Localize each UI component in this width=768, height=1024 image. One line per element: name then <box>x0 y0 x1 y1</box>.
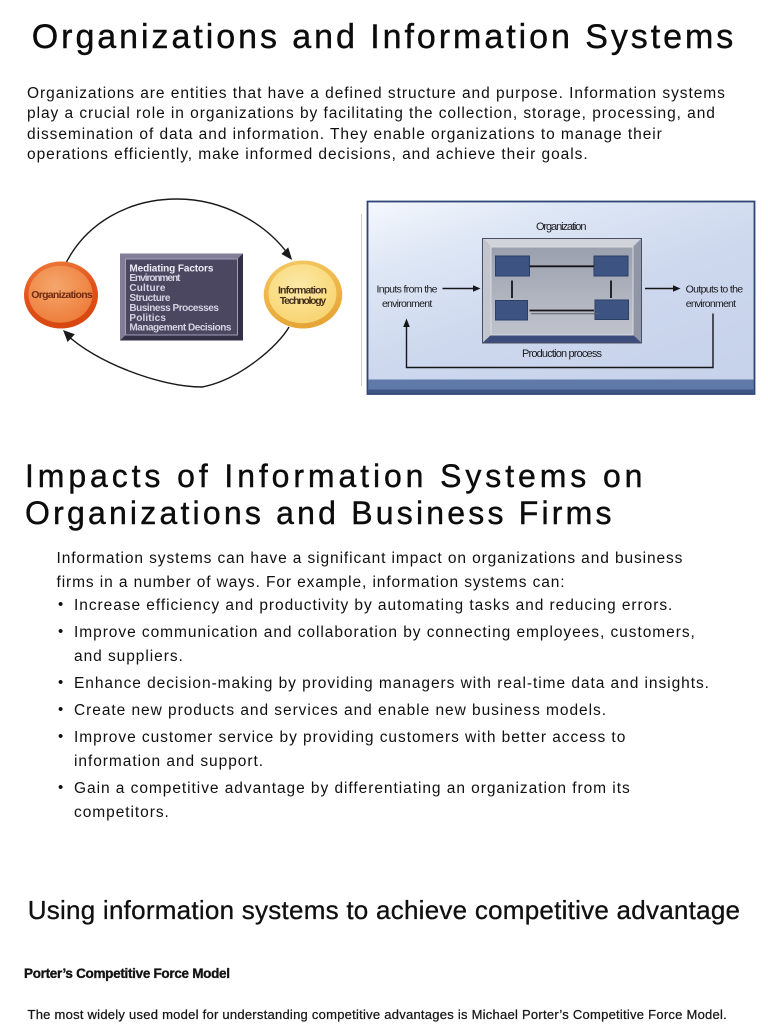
svg-text:Technology: Technology <box>280 295 327 307</box>
svg-text:Organizations: Organizations <box>31 289 93 301</box>
svg-text:Inputs from the: Inputs from the <box>377 284 438 296</box>
svg-text:environment: environment <box>382 298 432 310</box>
svg-text:Culture: Culture <box>129 283 165 294</box>
svg-text:Outputs to the: Outputs to the <box>686 284 744 296</box>
svg-text:Mediating Factors: Mediating Factors <box>129 263 213 274</box>
svg-text:Information: Information <box>278 285 327 297</box>
svg-text:Environment: Environment <box>129 273 181 284</box>
svg-text:Structure: Structure <box>129 293 170 304</box>
svg-text:Management Decisions: Management Decisions <box>129 323 231 334</box>
svg-text:Business Processes: Business Processes <box>129 303 219 314</box>
svg-text:environment: environment <box>686 298 736 310</box>
svg-text:Politics: Politics <box>129 313 166 324</box>
svg-text:Organization: Organization <box>536 221 587 233</box>
svg-text:Production process: Production process <box>522 348 603 360</box>
